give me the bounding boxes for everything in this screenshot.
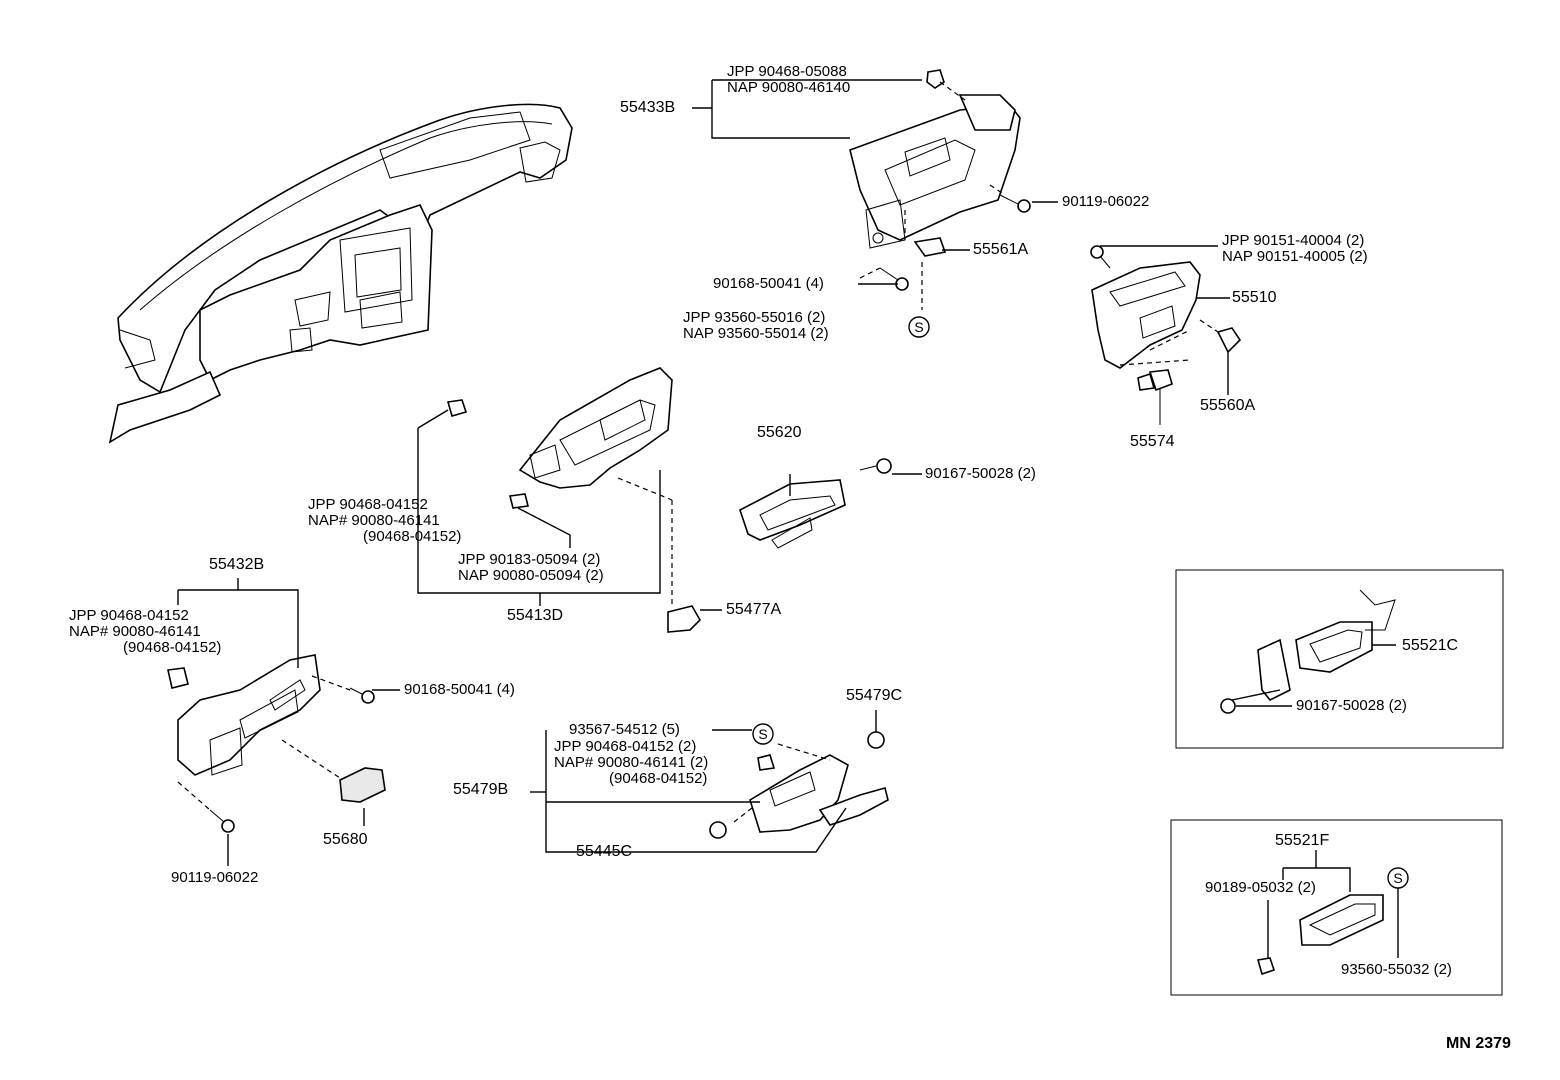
label-55432B: 55432B (209, 556, 265, 573)
label-nap-90080-46141-c: NAP# 90080-46141 (2) (554, 754, 709, 771)
label-jpp-90468-04152-c: JPP 90468-04152 (2) (554, 738, 697, 755)
label-55680: 55680 (323, 831, 368, 848)
s-symbol-a-text: S (914, 319, 923, 335)
clip-90468-04152-a-drawing (446, 399, 468, 417)
s-symbol-c: S (1387, 867, 1409, 889)
s-symbol-a: S (908, 316, 930, 338)
label-55561A: 55561A (973, 241, 1029, 258)
label-55510: 55510 (1232, 289, 1277, 306)
part-55432B-drawing (177, 654, 321, 776)
screw-90167-50028-a-drawing (859, 458, 892, 474)
leader-lines (177, 79, 1399, 958)
label-55445C: 55445C (576, 843, 633, 860)
instrument-panel-drawing (108, 103, 573, 444)
label-nap-90080-46141-b: NAP# 90080-46141 (69, 623, 201, 640)
screw-90119-06022-a-drawing (999, 194, 1031, 213)
inset-box-55521C (1175, 569, 1504, 749)
label-jpp-90468-04152-b: JPP 90468-04152 (69, 607, 189, 624)
label-paren-90468-04152-c: (90468-04152) (609, 770, 708, 787)
clip-90468-04152-c-drawing (709, 754, 776, 839)
label-55477A: 55477A (726, 601, 782, 618)
part-55413D-drawing (518, 367, 673, 489)
label-55620: 55620 (757, 424, 802, 441)
s-symbol-b-text: S (758, 726, 767, 742)
label-90119-06022-b: 90119-06022 (171, 869, 259, 886)
nut-90183-05094-drawing (509, 493, 529, 509)
part-55574-drawing (1137, 369, 1173, 425)
label-55479B: 55479B (453, 781, 509, 798)
label-nap-93560-55014: NAP 93560-55014 (2) (683, 325, 829, 342)
label-nap-90080-46140: NAP 90080-46140 (727, 79, 851, 96)
part-55510-drawing (1090, 245, 1201, 369)
label-90189-05032: 90189-05032 (2) (1205, 879, 1316, 896)
screw-90168-50041-b-drawing (349, 687, 375, 704)
part-55561A-drawing (913, 237, 947, 257)
label-55479C: 55479C (846, 687, 903, 704)
label-55574: 55574 (1130, 433, 1175, 450)
label-nap-90151-40005: NAP 90151-40005 (2) (1222, 248, 1368, 265)
part-55680-drawing (339, 767, 386, 803)
part-55445C-drawing (818, 787, 889, 826)
part-55521F-drawing (1256, 894, 1384, 976)
part-55521C-drawing (1220, 589, 1396, 714)
label-55433B: 55433B (620, 99, 676, 116)
part-55560A-drawing (1216, 327, 1242, 354)
clip-90468-04152-b-drawing (167, 667, 189, 689)
label-jpp-90468-05088: JPP 90468-05088 (727, 63, 847, 80)
label-jpp-90183-05094: JPP 90183-05094 (2) (458, 551, 601, 568)
label-55560A: 55560A (1200, 397, 1256, 414)
label-90119-06022-a: 90119-06022 (1062, 193, 1150, 210)
label-93560-55032: 93560-55032 (2) (1341, 961, 1452, 978)
label-90168-50041-a: 90168-50041 (4) (713, 275, 824, 292)
s-symbol-c-text: S (1393, 870, 1402, 886)
label-90167-50028-b: 90167-50028 (2) (1296, 697, 1407, 714)
clip-90468-05088-drawing (926, 69, 945, 89)
inset-box-55521F (1170, 819, 1503, 996)
screw-90168-50041-a-drawing (879, 267, 909, 291)
screw-90119-06022-b-drawing (209, 809, 235, 833)
part-55433B-drawing (849, 94, 1021, 249)
label-90168-50041-b: 90168-50041 (4) (404, 681, 515, 698)
diagram-ref-code: MN 2379 (1446, 1035, 1511, 1052)
label-nap-90080-46141-a: NAP# 90080-46141 (308, 512, 440, 529)
label-55521C: 55521C (1402, 637, 1459, 654)
label-jpp-90468-04152-a: JPP 90468-04152 (308, 496, 428, 513)
part-55477A-drawing (667, 605, 701, 633)
label-93567-54512: 93567-54512 (5) (569, 721, 680, 738)
label-nap-90080-05094: NAP 90080-05094 (2) (458, 567, 604, 584)
label-90167-50028-a: 90167-50028 (2) (925, 465, 1036, 482)
label-55413D: 55413D (507, 607, 564, 624)
label-paren-90468-04152-b: (90468-04152) (123, 639, 222, 656)
label-jpp-93560-55016: JPP 93560-55016 (2) (683, 309, 826, 326)
part-55479C-drawing (867, 731, 885, 749)
label-paren-90468-04152-a: (90468-04152) (363, 528, 462, 545)
s-symbol-b: S (752, 723, 774, 745)
label-55521F: 55521F (1275, 832, 1330, 849)
part-55620-drawing (739, 479, 846, 549)
label-jpp-90151-40004: JPP 90151-40004 (2) (1222, 232, 1365, 249)
